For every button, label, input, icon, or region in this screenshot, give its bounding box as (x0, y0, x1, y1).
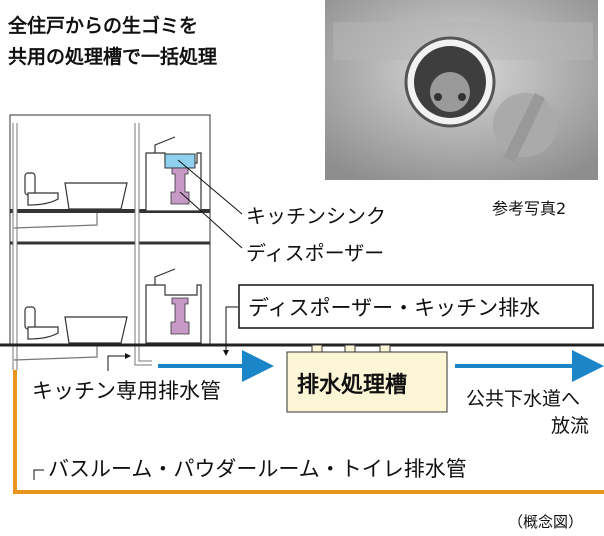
title-line2: 共用の処理槽で一括処理 (8, 45, 217, 68)
photo-caption: 参考写真2 (492, 199, 566, 218)
building-cross-section (9, 114, 211, 370)
label-tank: 排水処理槽 (297, 372, 407, 398)
label-sewer-1: 公共下水道へ (466, 388, 580, 410)
label-disposer-drain: ディスポーザー・キッチン排水 (248, 296, 540, 320)
bath-drain-pipe (13, 370, 604, 494)
disposer-drain-box (238, 284, 594, 329)
label-concept: （概念図） (508, 513, 583, 531)
label-kitchen-sink: キッチンシンク (246, 204, 386, 228)
reference-photo (325, 0, 598, 180)
label-disposer: ディスポーザー (246, 241, 384, 265)
label-kitchen-pipe: キッチン専用排水管 (32, 379, 221, 403)
label-sewer-2: 放流 (551, 415, 589, 437)
title-line1: 全住戸からの生ゴミを (7, 14, 198, 37)
label-bath-pipe: バスルーム・パウダールーム・トイレ排水管 (48, 457, 467, 481)
treatment-tank (286, 344, 448, 413)
